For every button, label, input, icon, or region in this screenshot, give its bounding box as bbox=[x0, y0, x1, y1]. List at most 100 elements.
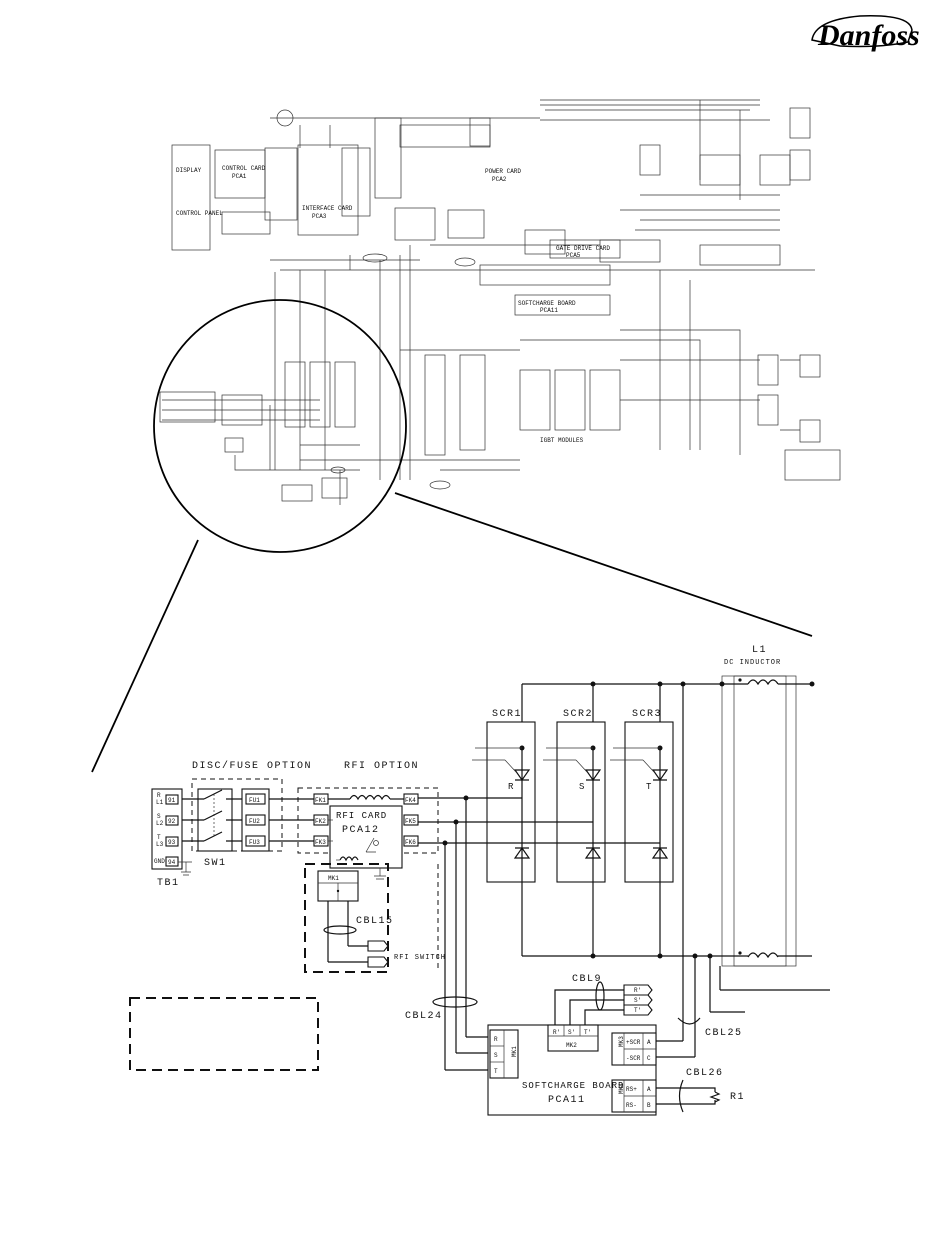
svg-text:SOFTCHARGE BOARD: SOFTCHARGE BOARD bbox=[522, 1081, 624, 1091]
svg-text:T: T bbox=[494, 1068, 498, 1075]
svg-text:R1: R1 bbox=[730, 1092, 745, 1103]
svg-text:S': S' bbox=[568, 1029, 575, 1036]
svg-text:FK2: FK2 bbox=[315, 818, 326, 825]
svg-text:L3: L3 bbox=[156, 841, 164, 848]
svg-text:RFI SWITCH: RFI SWITCH bbox=[394, 954, 446, 962]
svg-text:INTERFACE CARD: INTERFACE CARD bbox=[302, 205, 353, 212]
inductor-box bbox=[721, 675, 797, 967]
svg-text:S: S bbox=[494, 1052, 498, 1059]
interface-card-box bbox=[297, 144, 359, 236]
fuse-block: FU1 FU2 FU3 bbox=[241, 788, 314, 852]
svg-text:+SCR: +SCR bbox=[626, 1039, 641, 1046]
svg-text:CBL26: CBL26 bbox=[686, 1068, 724, 1079]
svg-text:92: 92 bbox=[168, 818, 176, 825]
control-card-terminals bbox=[221, 211, 271, 235]
svg-text:S: S bbox=[157, 813, 161, 820]
svg-text:FU2: FU2 bbox=[249, 818, 260, 825]
rfi-option-label: RFI OPTION bbox=[344, 761, 419, 772]
svg-text:94: 94 bbox=[168, 859, 176, 866]
svg-text:R': R' bbox=[634, 987, 641, 994]
svg-text:PCA5: PCA5 bbox=[566, 252, 581, 259]
rfi-switch-box bbox=[304, 863, 389, 973]
pca1-box bbox=[264, 147, 298, 221]
disc-fuse-option-box bbox=[191, 778, 283, 852]
svg-text:T': T' bbox=[634, 1007, 641, 1014]
svg-text:-SCR: -SCR bbox=[626, 1055, 641, 1062]
svg-text:CBL9: CBL9 bbox=[572, 974, 602, 985]
display-box bbox=[171, 144, 211, 251]
svg-text:RS-: RS- bbox=[626, 1102, 637, 1109]
cbl9-cable: CBL9 R' S' T' bbox=[554, 974, 653, 1025]
svg-text:R: R bbox=[508, 782, 514, 792]
scr1-module: SCR1 R bbox=[472, 709, 536, 883]
svg-text:T': T' bbox=[584, 1029, 591, 1036]
svg-text:PCA1: PCA1 bbox=[232, 173, 247, 180]
overview-schematic: DISPLAY CONTROL CARD PCA1 CONTROL PANEL … bbox=[171, 99, 841, 490]
rfi-card-pca12: FK1 FK2 FK3 RFI CARD PCA12 FK4 FK5 FK6 bbox=[313, 793, 419, 880]
svg-text:CBL25: CBL25 bbox=[705, 1028, 743, 1039]
svg-text:MK4: MK4 bbox=[618, 1083, 625, 1094]
magnifier-callout bbox=[91, 299, 813, 773]
cbl26-resistor-r1: CBL26 R1 bbox=[656, 1068, 745, 1113]
magnifier-circle bbox=[153, 299, 407, 553]
svg-text:IGBT MODULES: IGBT MODULES bbox=[540, 437, 584, 444]
svg-text:GND: GND bbox=[154, 858, 165, 865]
svg-text:T: T bbox=[157, 834, 161, 841]
svg-text:91: 91 bbox=[168, 797, 176, 804]
svg-text:MK1: MK1 bbox=[511, 1046, 518, 1057]
svg-text:FK4: FK4 bbox=[405, 797, 416, 804]
svg-text:R': R' bbox=[553, 1029, 560, 1036]
resistor-r1 bbox=[709, 1091, 721, 1103]
inductor-desc: DC INDUCTOR bbox=[724, 659, 781, 667]
rfi-switch-group: MK1 CBL15 RFI SWITCH bbox=[304, 863, 446, 973]
svg-text:POWER CARD: POWER CARD bbox=[485, 168, 521, 175]
svg-text:SW1: SW1 bbox=[204, 858, 227, 869]
danfoss-logo: Danfoss bbox=[811, 15, 920, 52]
svg-text:FK3: FK3 bbox=[315, 839, 326, 846]
svg-text:C: C bbox=[647, 1055, 651, 1062]
logo-text: Danfoss bbox=[817, 19, 920, 52]
svg-text:CONTROL PANEL: CONTROL PANEL bbox=[176, 210, 223, 217]
svg-text:R: R bbox=[494, 1036, 498, 1043]
svg-text:L1: L1 bbox=[156, 799, 164, 806]
svg-text:R: R bbox=[157, 792, 161, 799]
power-box bbox=[374, 117, 402, 199]
rfi-choke bbox=[349, 794, 391, 801]
svg-text:SOFTCHARGE BOARD: SOFTCHARGE BOARD bbox=[518, 300, 576, 307]
svg-text:PCA11: PCA11 bbox=[548, 1095, 586, 1106]
legend-dashed-box bbox=[129, 997, 319, 1071]
softcharge-board-pca11: R S T MK1 R' S' T' MK2 MK3 +SCR -SCR A C bbox=[487, 1020, 696, 1116]
svg-text:FK5: FK5 bbox=[405, 818, 416, 825]
svg-text:TB1: TB1 bbox=[157, 878, 180, 889]
svg-text:PCA3: PCA3 bbox=[312, 213, 327, 220]
svg-text:CBL15: CBL15 bbox=[356, 916, 394, 927]
scr3-module: SCR3 T bbox=[610, 709, 674, 883]
svg-text:B: B bbox=[647, 1102, 651, 1109]
svg-text:T: T bbox=[646, 782, 652, 792]
inductor-coil-bottom bbox=[747, 952, 779, 959]
svg-text:CBL24: CBL24 bbox=[405, 1011, 443, 1022]
svg-text:CONTROL CARD: CONTROL CARD bbox=[222, 165, 266, 172]
svg-text:GATE DRIVE CARD: GATE DRIVE CARD bbox=[556, 245, 610, 252]
svg-text:FU1: FU1 bbox=[249, 797, 260, 804]
terminal-block-tb1: R L1 91 S L2 92 T L3 93 GND 94 TB1 bbox=[151, 788, 192, 889]
svg-text:93: 93 bbox=[168, 839, 176, 846]
svg-text:A: A bbox=[647, 1039, 651, 1046]
svg-text:FU3: FU3 bbox=[249, 839, 260, 846]
svg-text:MK3: MK3 bbox=[618, 1036, 625, 1047]
disc-fuse-option-label: DISC/FUSE OPTION bbox=[192, 760, 312, 772]
svg-text:SCR1: SCR1 bbox=[492, 709, 522, 720]
svg-text:RS+: RS+ bbox=[626, 1086, 637, 1093]
svg-text:DISPLAY: DISPLAY bbox=[176, 167, 202, 174]
svg-text:A: A bbox=[647, 1086, 651, 1093]
svg-text:L2: L2 bbox=[156, 820, 164, 827]
svg-text:FK6: FK6 bbox=[405, 839, 416, 846]
svg-text:RFI CARD: RFI CARD bbox=[336, 811, 387, 821]
svg-text:MK1: MK1 bbox=[328, 875, 339, 882]
svg-text:PCA11: PCA11 bbox=[540, 307, 558, 314]
inductor-coil-top bbox=[747, 679, 779, 686]
svg-text:S': S' bbox=[634, 997, 641, 1004]
svg-text:SCR2: SCR2 bbox=[563, 709, 593, 720]
detail-schematic: L1 DC INDUCTOR SCR1 bbox=[129, 645, 830, 1116]
